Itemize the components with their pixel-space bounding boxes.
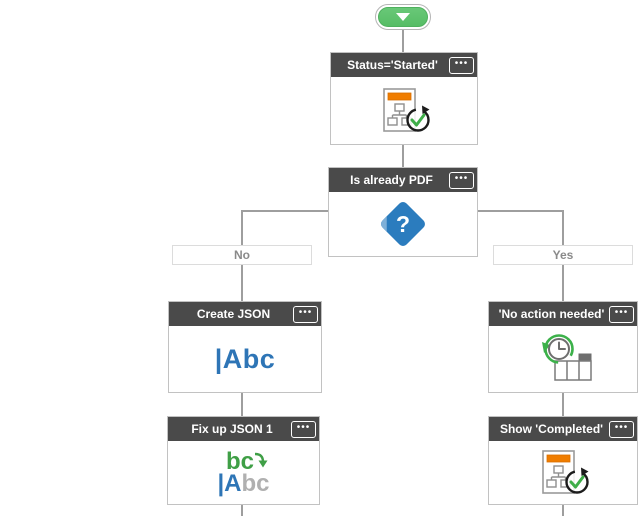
- replace-from-text: bc: [225, 447, 254, 475]
- node-header: Status='Started' •••: [331, 53, 477, 77]
- node-menu-button[interactable]: •••: [609, 420, 634, 438]
- branch-label-no: No: [172, 245, 312, 265]
- node-menu-button[interactable]: •••: [609, 305, 634, 323]
- set-status-icon: [542, 449, 589, 494]
- node-header: Show 'Completed' •••: [489, 417, 637, 441]
- node-title: Fix up JSON 1: [191, 422, 273, 436]
- node-menu-button[interactable]: •••: [291, 420, 316, 438]
- set-variable-abc-icon: |Abc: [214, 343, 276, 374]
- connector-line: [241, 210, 329, 212]
- chevron-down-icon: [396, 13, 410, 21]
- start-node[interactable]: [375, 4, 431, 30]
- node-title: Is already PDF: [350, 173, 433, 187]
- node-menu-button[interactable]: •••: [449, 56, 474, 74]
- node-title: Create JSON: [196, 307, 271, 321]
- node-is-already-pdf[interactable]: Is already PDF ••• ?: [328, 167, 478, 257]
- wait-clock-table-icon: [542, 334, 592, 381]
- connector-line: [478, 210, 564, 212]
- node-body[interactable]: [331, 77, 477, 144]
- node-body[interactable]: [489, 441, 637, 504]
- node-body[interactable]: bc |Abc: [168, 441, 319, 504]
- question-mark: ?: [395, 210, 411, 237]
- set-status-icon: [383, 87, 430, 132]
- curved-arrow-icon: [254, 452, 268, 467]
- condition-question-icon: ?: [378, 199, 428, 249]
- node-title: Status='Started': [347, 58, 438, 72]
- replace-to-text-blue: |A: [217, 469, 242, 497]
- node-fix-up-json-1[interactable]: Fix up JSON 1 ••• bc |Abc: [167, 416, 320, 505]
- node-title: 'No action needed': [498, 307, 605, 321]
- node-body[interactable]: |Abc: [169, 326, 321, 392]
- node-menu-button[interactable]: •••: [293, 305, 318, 323]
- start-button[interactable]: [378, 7, 428, 27]
- branch-label-yes: Yes: [493, 245, 633, 265]
- node-status-started[interactable]: Status='Started' •••: [330, 52, 478, 145]
- node-header: Is already PDF •••: [329, 168, 477, 192]
- node-no-action-needed[interactable]: 'No action needed' •••: [488, 301, 638, 393]
- node-header: Fix up JSON 1 •••: [168, 417, 319, 441]
- node-body[interactable]: [489, 326, 637, 392]
- node-body[interactable]: ?: [329, 192, 477, 256]
- node-create-json[interactable]: Create JSON ••• |Abc: [168, 301, 322, 393]
- replace-to-text-gray: bc: [241, 469, 270, 497]
- node-header: 'No action needed' •••: [489, 302, 637, 326]
- replace-substring-icon: bc |Abc: [217, 447, 270, 497]
- node-title: Show 'Completed': [499, 422, 604, 436]
- node-show-completed[interactable]: Show 'Completed' •••: [488, 416, 638, 505]
- node-menu-button[interactable]: •••: [449, 171, 474, 189]
- node-header: Create JSON •••: [169, 302, 321, 326]
